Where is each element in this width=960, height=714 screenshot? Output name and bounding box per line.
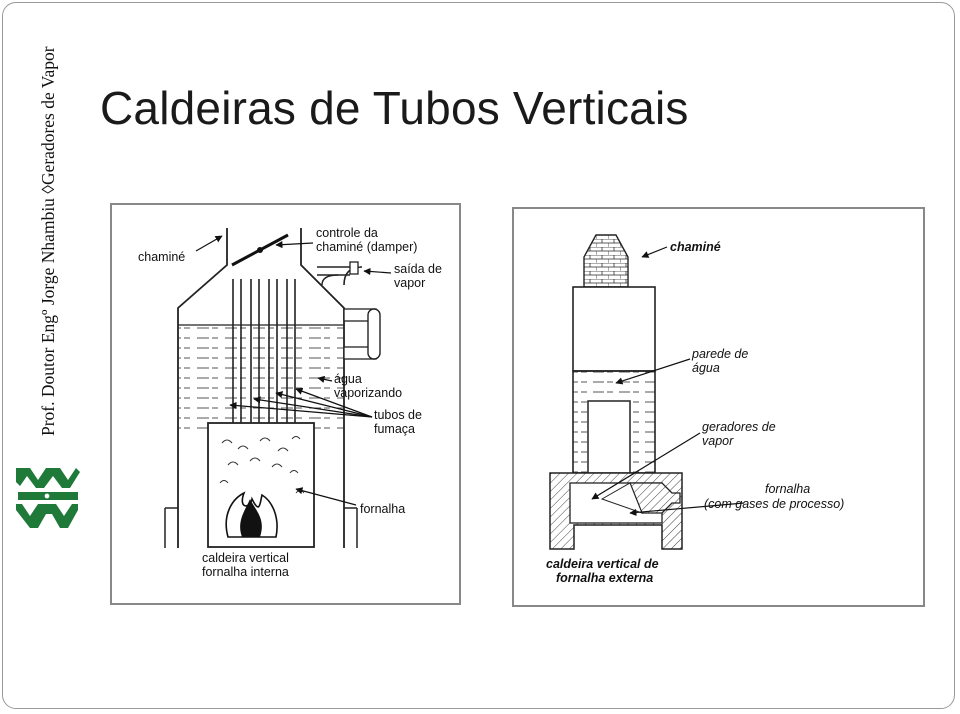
diagram-internal-furnace: chaminé controle da chaminé (damper) saí… — [110, 203, 461, 605]
label-steam-outlet-line2: vapor — [394, 276, 425, 290]
label-tubes-line2: fumaça — [374, 422, 415, 436]
university-logo-icon — [16, 468, 80, 528]
label-water-wall-line2: água — [692, 361, 720, 375]
label-steam-gen-line2: vapor — [702, 434, 734, 448]
label-chimney: chaminé — [670, 240, 721, 254]
label-tubes-line1: tubos de — [374, 408, 422, 422]
label-furnace-line1: fornalha — [765, 482, 810, 496]
slide-title: Caldeiras de Tubos Verticais — [100, 82, 689, 134]
label-water-line1: água — [334, 372, 362, 386]
label-steam-outlet-line1: saída de — [394, 262, 442, 276]
caption-line2: fornalha externa — [556, 571, 653, 585]
caption-line1: caldeira vertical de — [546, 557, 659, 571]
label-water-wall-line1: parede de — [691, 347, 748, 361]
caption-line2: fornalha interna — [202, 565, 289, 579]
label-furnace: fornalha — [360, 502, 405, 516]
label-steam-gen-line1: geradores de — [702, 420, 776, 434]
label-damper-line2: chaminé (damper) — [316, 240, 417, 254]
label-damper-line1: controle da — [316, 226, 378, 240]
label-chimney: chaminé — [138, 250, 185, 264]
side-footer-text: Prof. Doutor Engº Jorge Nhambiu ◊Gerador… — [38, 46, 58, 436]
label-furnace-line2: (com gases de processo) — [704, 497, 844, 511]
caption-line1: caldeira vertical — [202, 551, 289, 565]
diagram-external-furnace: chaminé parede de água geradores de vapo… — [512, 207, 925, 607]
label-water-line2: vaporizando — [334, 386, 402, 400]
